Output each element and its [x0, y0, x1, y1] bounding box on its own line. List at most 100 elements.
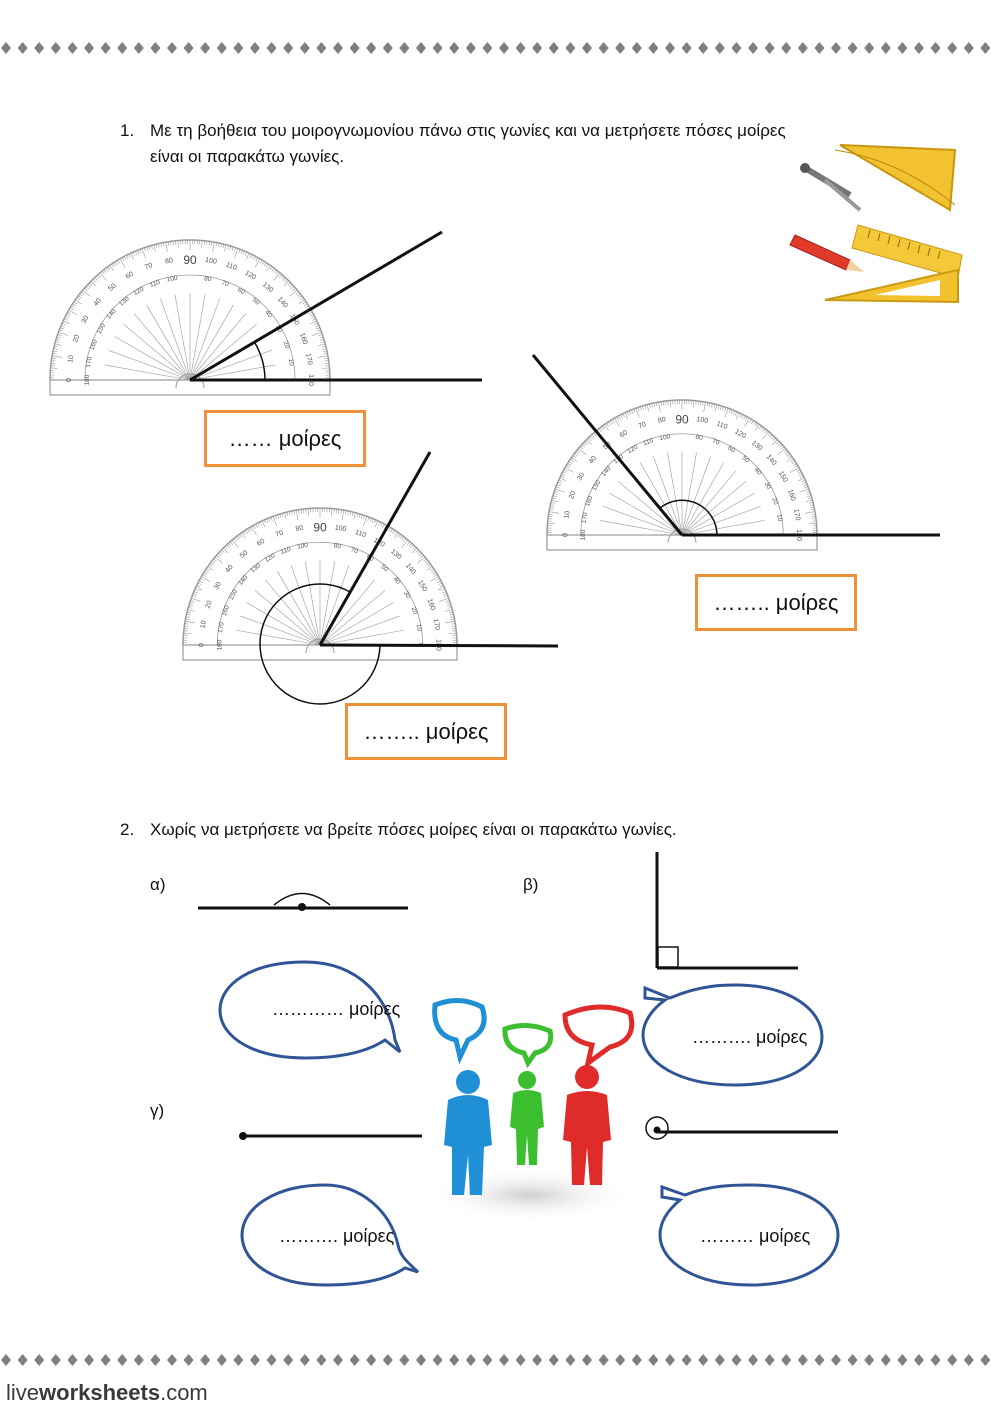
answer-box-angle-2[interactable]: …….. μοίρες	[695, 574, 857, 631]
question-1-line-2: είναι οι παρακάτω γωνίες.	[150, 147, 345, 166]
diamond-ornament	[681, 1354, 692, 1366]
diamond-ornament	[714, 42, 725, 54]
protractor-outer-label: 60	[256, 538, 266, 548]
diamond-ornament	[67, 42, 78, 54]
diamond-ornament	[167, 42, 177, 54]
protractor-inner-label: 110	[642, 437, 654, 447]
diamond-ornament	[233, 1354, 244, 1366]
protractor-outer-label: 10	[200, 620, 208, 629]
answer-bubble-alpha[interactable]: ………… μοίρες	[272, 999, 401, 1019]
diamond-ornament	[880, 42, 891, 54]
protractor-outer-label: 100	[334, 524, 347, 533]
protractor-inner-label: 170	[85, 356, 94, 368]
diamond-ornament	[482, 1354, 493, 1366]
protractor-inner-label: 120	[263, 552, 276, 564]
protractor-outer-label: 140	[404, 562, 417, 576]
protractor-inner-label: 100	[659, 433, 671, 442]
diamond-ornament	[183, 1354, 194, 1366]
diamond-ornament	[465, 42, 476, 54]
diamond-ornament	[648, 1354, 659, 1366]
protractor-outer-label: 120	[372, 537, 386, 549]
protractor-outer-label: 180	[434, 639, 441, 651]
protractor-outer-label: 10	[67, 355, 75, 364]
protractor-outer-label: 40	[224, 564, 234, 575]
diamond-ornament	[631, 42, 642, 54]
diamond-ornament	[499, 1354, 509, 1366]
protractor-inner-label: 110	[149, 279, 161, 289]
diamond-ornament	[250, 1354, 260, 1366]
diamond-ornament	[84, 42, 94, 54]
answer-bubble-beta[interactable]: ………. μοίρες	[692, 1027, 808, 1047]
diamond-ornament	[432, 1354, 443, 1366]
diamond-ornament	[880, 1354, 891, 1366]
diamond-ornament	[582, 1354, 592, 1366]
protractor-outer-label: 110	[225, 262, 238, 272]
diamond-ornament	[266, 42, 277, 54]
protractor-inner-label: 100	[166, 275, 178, 284]
diamond-ornament	[565, 42, 576, 54]
protractor-outer-label: 170	[432, 618, 441, 631]
diamond-ornament	[382, 1354, 393, 1366]
label-alpha: α)	[150, 875, 166, 894]
diamond-ornament	[366, 1354, 377, 1366]
diamond-ornament	[167, 1354, 177, 1366]
diamond-ornament	[681, 42, 692, 54]
diamond-ornament	[150, 42, 161, 54]
liveworksheets-logo[interactable]: liveworksheets.com	[6, 1380, 208, 1406]
protractor-outer-label: 110	[354, 529, 367, 539]
protractor-outer-label: 160	[426, 598, 437, 611]
protractor-inner-label: 10	[775, 514, 783, 523]
answer-box-angle-1[interactable]: …… μοίρες	[204, 410, 366, 467]
diamond-ornament	[50, 1354, 61, 1366]
diamond-ornament	[316, 42, 327, 54]
protractor-outer-label: 70	[275, 530, 285, 539]
diamond-ornament	[84, 1354, 94, 1366]
answer-bubble-gamma[interactable]: ………. μοίρες	[279, 1226, 395, 1246]
diamond-ornament	[532, 1354, 543, 1366]
question-1-number: 1.	[120, 121, 135, 140]
green-person-icon	[510, 1071, 544, 1165]
full-angle-figure	[645, 1116, 838, 1140]
diamond-ornament	[698, 1354, 709, 1366]
answer-box-angle-3[interactable]: …….. μοίρες	[345, 703, 507, 760]
answer-bubble-delta[interactable]: ……… μοίρες	[700, 1226, 811, 1246]
diamond-ornament	[17, 42, 28, 54]
protractor-inner-label: 30	[402, 590, 412, 600]
diamond-ornament	[133, 1354, 144, 1366]
diamond-ornament	[648, 42, 659, 54]
diamond-ornament	[50, 42, 61, 54]
logo-light-text: live	[6, 1380, 40, 1405]
protractor-outer-label: 0	[562, 533, 569, 537]
diamond-ornament	[117, 42, 128, 54]
logo-suffix-text: .com	[160, 1380, 208, 1405]
diamond-ornament	[416, 42, 426, 54]
protractor-outer-label: 80	[657, 416, 666, 424]
diamond-ornament	[67, 1354, 78, 1366]
protractor-outer-label: 40	[93, 297, 103, 308]
diamond-ornament	[34, 42, 45, 54]
protractor-inner-label: 150	[228, 588, 240, 601]
diamond-ornament	[200, 42, 211, 54]
diamond-ornament	[615, 42, 626, 54]
question-2-text: Χωρίς να μετρήσετε να βρείτε πόσες μοίρε…	[150, 820, 677, 839]
diamond-ornament	[764, 42, 775, 54]
protractor-outer-label: 120	[733, 428, 747, 440]
protractor-inner-label: 30	[274, 324, 284, 334]
diamond-ornament	[797, 42, 808, 54]
diamond-ornament	[665, 1354, 675, 1366]
compass-icon	[800, 163, 862, 212]
protractor-outer-label: 150	[777, 470, 789, 484]
protractor-inner-label: 20	[410, 606, 419, 616]
label-gamma: γ)	[150, 1101, 165, 1120]
diamond-ornament	[133, 42, 144, 54]
protractor-inner-label: 20	[282, 340, 291, 350]
protractor-inner-label: 170	[217, 621, 226, 633]
protractor-inner-label: 80	[333, 542, 342, 550]
protractor-inner-label: 70	[711, 438, 721, 447]
protractor-outer-label: 120	[243, 270, 257, 282]
protractor-inner-label: 160	[221, 604, 231, 617]
diamond-ornament	[582, 42, 592, 54]
protractor-outer-label: 80	[165, 257, 174, 265]
protractor-outer-label: 50	[602, 441, 613, 451]
diamond-ornament	[947, 1354, 958, 1366]
